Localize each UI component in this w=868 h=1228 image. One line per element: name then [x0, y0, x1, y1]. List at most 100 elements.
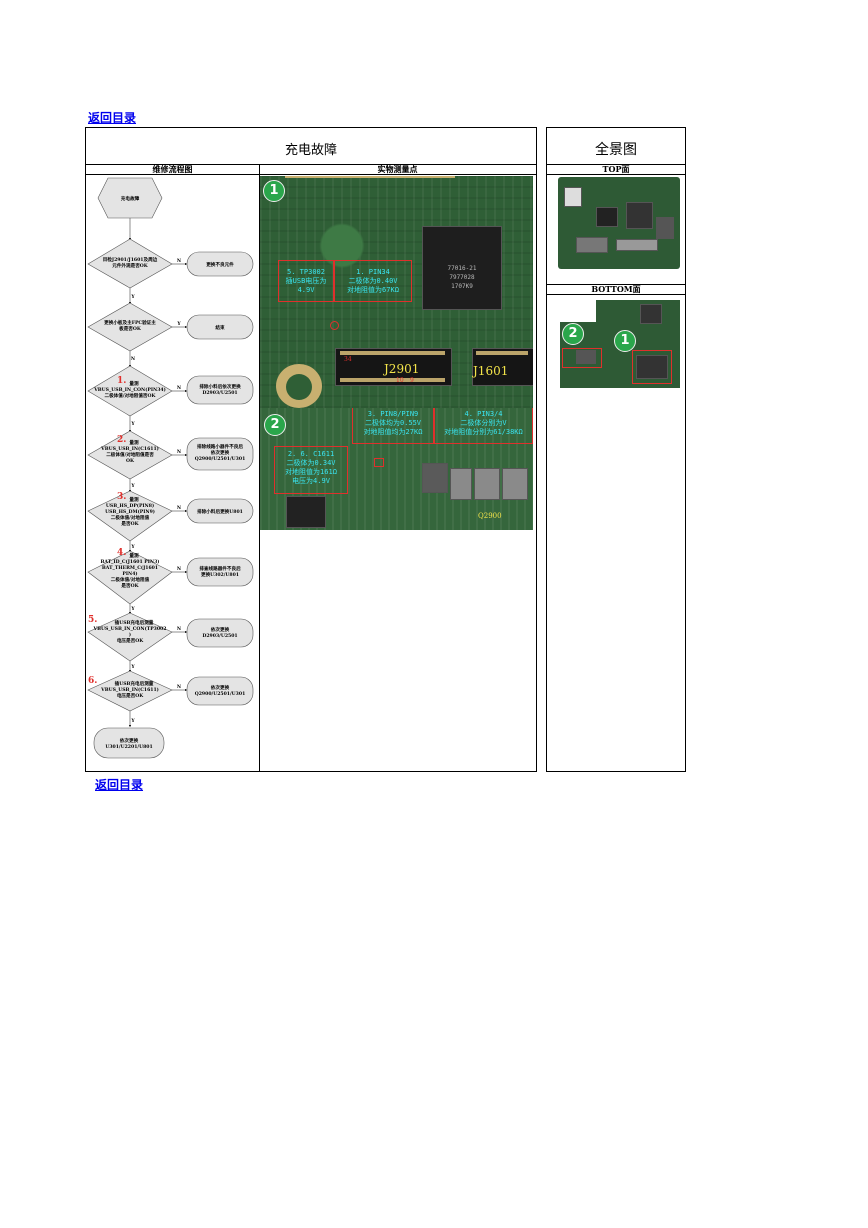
svg-text:Y: Y	[130, 664, 135, 670]
main-table	[85, 127, 537, 772]
photo-marker-1: 1	[263, 180, 285, 202]
bottom-area-1-box	[632, 350, 672, 384]
decision-2	[87, 365, 173, 417]
svg-text:N: N	[177, 449, 182, 455]
svg-text:更换不良元件: 更换不良元件	[206, 261, 234, 268]
note-2: 2. 6. C1611 二极体为0.34V 对地阻值为161Ω 电压为4.9V	[285, 450, 337, 485]
svg-text:依次更换: 依次更换	[120, 737, 139, 744]
svg-text:Y: Y	[130, 294, 135, 300]
note-1: 1. PIN34 二极体为0.40V 对地阻值为67KΩ	[347, 268, 399, 294]
svg-text:3.: 3.	[117, 492, 126, 502]
svg-text:量测: 量测	[129, 439, 139, 446]
chip-marking: 77016-21 7977028 1707K9	[447, 265, 477, 290]
svg-text:N: N	[177, 684, 182, 690]
bottom-area-2-box	[562, 348, 602, 368]
svg-text:排除小料后更换U801: 排除小料后更换U801	[197, 508, 243, 515]
note-4: 4. PIN3/4 二极体分别为V 对地阻值分别为61/38KΩ	[444, 410, 523, 436]
svg-text:4.: 4.	[117, 548, 126, 558]
photo-marker-2: 2	[264, 414, 286, 436]
svg-text:N: N	[177, 566, 182, 572]
pin8-pin9-box	[352, 408, 434, 444]
decision-4	[87, 490, 173, 542]
connector-j1601-label: J1601	[473, 364, 509, 378]
decision-0	[87, 238, 173, 289]
pin34-label: 34	[344, 356, 352, 363]
svg-text:目检J2901/J1601及周边: 目检J2901/J1601及周边	[103, 256, 158, 263]
svg-text:VBUS_USB_IN(C1611): VBUS_USB_IN(C1611)	[100, 445, 159, 452]
decision-1	[87, 302, 173, 352]
svg-text:依次更换: 依次更换	[211, 684, 230, 691]
note-3: 3. PIN8/PIN9 二极体均为0.55V 对地阻值均为27KΩ	[363, 410, 423, 436]
top-side-label: TOP面	[547, 164, 685, 175]
start-node	[97, 177, 163, 219]
svg-text:排除线路小器件不良后: 排除线路小器件不良后	[197, 443, 243, 450]
c1611-box	[274, 446, 348, 494]
svg-text:二极体值/对地阻值否OK: 二极体值/对地阻值否OK	[104, 392, 156, 399]
svg-text:依次更换: 依次更换	[211, 626, 230, 633]
svg-text:OK: OK	[126, 458, 135, 464]
action-5	[186, 557, 254, 587]
svg-text:VBUS_USB_IN(C1611): VBUS_USB_IN(C1611)	[100, 686, 159, 693]
svg-text:二极体值/对地阻值: 二极体值/对地阻值	[111, 576, 150, 583]
svg-text:插USB充电后测量: 插USB充电后测量	[115, 680, 154, 687]
decision-5	[87, 550, 173, 605]
column-divider	[259, 164, 260, 771]
svg-text:USB_HS_DM(PIN9): USB_HS_DM(PIN9)	[105, 508, 155, 515]
flow-column-header: 维修流程图	[86, 164, 259, 175]
svg-text:二极体值/对地阻值是否: 二极体值/对地阻值是否	[106, 451, 154, 458]
svg-text:元件外观是否OK: 元件外观是否OK	[112, 262, 149, 269]
back-to-contents-link-top[interactable]: 返回目录	[88, 111, 137, 125]
end-node	[93, 727, 165, 759]
svg-text:Y: Y	[176, 321, 181, 327]
connector-j2901-label: J2901	[384, 362, 420, 376]
svg-text:N: N	[177, 626, 182, 632]
svg-text:Y: Y	[130, 421, 135, 427]
q2900-label: Q2900	[478, 512, 502, 520]
pin34-box	[334, 260, 412, 302]
svg-text:排查线路器件不良后: 排查线路器件不良后	[199, 565, 241, 572]
svg-text:U301/U2201/U801: U301/U2201/U801	[105, 744, 152, 750]
back-to-contents-link-bottom[interactable]: 返回目录	[95, 778, 144, 792]
svg-text:Q2900/U2501/U301: Q2900/U2501/U301	[195, 456, 246, 462]
svg-text:BAT_THERM_C(J1601: BAT_THERM_C(J1601	[102, 564, 158, 571]
note-5: 5. TP3002 插USB电压为 4.9V	[285, 268, 327, 294]
svg-text:Y: Y	[130, 718, 135, 724]
svg-text:D2903/U2501: D2903/U2501	[202, 633, 237, 639]
measurement-photo-1: 77016-21 7977028 1707K9 5. TP3002 插USB电压…	[260, 176, 533, 408]
svg-text:Y: Y	[130, 544, 135, 550]
bottom-marker-1: 1	[614, 330, 636, 352]
svg-text:电压是否OK: 电压是否OK	[117, 637, 144, 644]
bottom-side-label: BOTTOM面	[547, 284, 685, 295]
action-0	[186, 251, 254, 277]
bottom-marker-2: 2	[562, 323, 584, 345]
svg-text:1.: 1.	[117, 376, 126, 386]
decision-3	[87, 430, 173, 480]
action-2	[186, 375, 254, 405]
svg-text:量测: 量测	[129, 552, 139, 559]
svg-text:PIN4): PIN4)	[122, 570, 137, 577]
action-6	[186, 618, 254, 648]
panorama-title: 全景图	[595, 142, 637, 158]
tp3002-box	[278, 260, 334, 302]
repair-flowchart: 充电故障 目检J2901/J1601及周边 元件外观是否OK 更换不良元件 更换…	[87, 177, 254, 759]
svg-text:VBUS_USB_IN_CON(PIN34): VBUS_USB_IN_CON(PIN34)	[93, 386, 166, 393]
action-4	[186, 498, 254, 524]
svg-text:是否OK: 是否OK	[120, 582, 139, 589]
svg-text:N: N	[177, 258, 182, 264]
top-board-photo	[556, 177, 680, 269]
svg-text:排除小料后依次更换: 排除小料后依次更换	[199, 383, 241, 390]
svg-text:N: N	[177, 505, 182, 511]
svg-text:): )	[129, 631, 131, 638]
action-7	[186, 676, 254, 706]
bottom-board-photo: 2 1	[556, 300, 680, 388]
pin3-pin4-box	[434, 408, 533, 444]
table-title: 充电故障	[284, 143, 337, 158]
pin-10-label: 10	[396, 377, 404, 384]
svg-text:2.: 2.	[117, 435, 126, 445]
action-3	[186, 437, 254, 471]
action-1	[186, 314, 254, 340]
svg-text:更换小板及主FPC验证主: 更换小板及主FPC验证主	[104, 319, 156, 326]
svg-text:板是否OK: 板是否OK	[119, 325, 142, 332]
pin-9-label: 9	[410, 377, 414, 384]
svg-text:VBUS_USB_IN_CON(TP3002: VBUS_USB_IN_CON(TP3002	[93, 625, 167, 632]
